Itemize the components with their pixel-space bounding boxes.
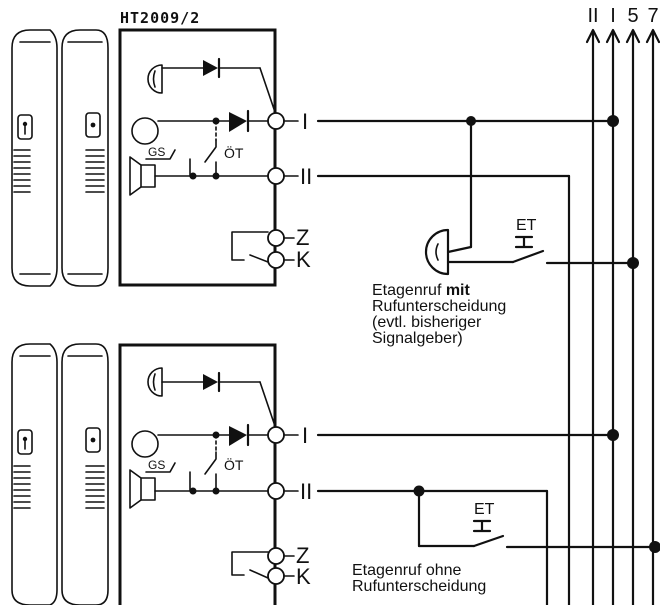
gs-switch <box>145 462 176 473</box>
et-label: ET <box>516 217 537 234</box>
terminal-label-II: II <box>300 479 312 504</box>
handset-lower-hook <box>85 427 101 453</box>
terminal-K <box>267 251 285 269</box>
oet-switch <box>204 451 217 475</box>
caption-upper-line-3: (evtl. bisheriger <box>372 314 482 331</box>
microphone-icon <box>131 117 159 145</box>
bus-arrow-II <box>585 28 601 44</box>
terminal-I <box>267 112 285 130</box>
zk-contact <box>231 231 269 263</box>
bus-arrow-I <box>605 28 621 44</box>
svg-text:Etagenruf mit: Etagenruf mit <box>372 282 471 299</box>
wiring-upper: ET <box>316 115 639 605</box>
zk-contact <box>231 551 269 579</box>
diode-icon <box>203 374 218 390</box>
caption-lower: Etagenruf ohne Rufunterscheidung <box>352 562 486 595</box>
diode-icon <box>203 60 218 76</box>
handset-lower-base <box>61 343 109 605</box>
terminals-upper: I II Z K <box>267 109 312 272</box>
et-label: ET <box>474 501 495 518</box>
oet-switch <box>204 139 217 163</box>
handset-lower-button <box>17 429 33 455</box>
gs-label: GS <box>148 145 165 159</box>
terminal-II <box>267 167 285 185</box>
device-internals-upper: ÖT GS <box>129 57 278 263</box>
terminal-label-K: K <box>296 247 311 272</box>
et-switch-upper <box>514 235 534 249</box>
gs-label: GS <box>148 458 165 472</box>
caption-upper-line-1: Etagenruf <box>372 282 446 299</box>
bus-lines <box>585 28 660 605</box>
junction-dot <box>649 541 660 553</box>
terminal-I <box>267 426 285 444</box>
caption-upper-emphasis: mit <box>446 282 471 299</box>
terminals-lower: I II Z K <box>267 423 312 589</box>
terminal-Z <box>267 547 285 565</box>
terminal-label-II: II <box>300 164 312 189</box>
caption-lower-line-1: Etagenruf ohne <box>352 562 462 579</box>
wiring-lower: ET <box>316 429 660 605</box>
terminal-Z <box>267 229 285 247</box>
terminal-label-Z: Z <box>296 225 309 250</box>
etagenruf-signaler-icon <box>424 228 450 276</box>
diode-icon <box>229 426 247 446</box>
terminal-II <box>267 482 285 500</box>
handset-upper-body <box>11 29 58 287</box>
handset-lower-body <box>11 343 58 605</box>
handset-lower-grille-left <box>13 465 31 509</box>
device-title: HT2009/2 <box>120 9 200 27</box>
caption-upper-line-2: Rufunterscheidung <box>372 298 506 315</box>
caption-upper-line-4: Signalgeber) <box>372 330 463 347</box>
terminal-K <box>267 567 285 585</box>
oet-label: ÖT <box>224 144 244 161</box>
handset-upper-button <box>17 114 33 140</box>
et-switch-lower <box>472 519 492 533</box>
device-internals-lower: ÖT GS <box>129 367 278 579</box>
speaker-icon <box>140 477 156 501</box>
handset-upper-grille-right <box>85 149 105 193</box>
bus-arrow-7 <box>645 28 660 44</box>
buzzer-icon <box>147 367 163 397</box>
caption-lower-line-2: Rufunterscheidung <box>352 578 486 595</box>
handset-upper-base <box>61 29 109 287</box>
handset-lower <box>11 343 109 605</box>
diode-icon <box>229 112 247 132</box>
junction-dot <box>627 257 639 269</box>
terminal-label-Z: Z <box>296 543 309 568</box>
bus-label-7: 7 <box>647 5 658 27</box>
terminal-label-I: I <box>302 423 308 448</box>
terminal-label-K: K <box>296 564 311 589</box>
handset-upper <box>11 29 109 287</box>
bus-labels: II I 5 7 <box>587 5 658 27</box>
bus-label-I: I <box>610 5 616 27</box>
handset-upper-hook <box>85 112 101 138</box>
gs-switch <box>145 149 176 160</box>
handset-lower-grille-right <box>85 465 105 509</box>
bus-label-II: II <box>587 5 598 27</box>
caption-upper: Etagenruf mit Rufunterscheidung (evtl. b… <box>372 282 506 347</box>
bus-arrow-5 <box>625 28 641 44</box>
device-box-upper <box>118 28 277 287</box>
handset-upper-grille-left <box>13 149 31 193</box>
microphone-icon <box>131 430 159 458</box>
bus-label-5: 5 <box>627 5 638 27</box>
junction-dot <box>607 115 619 127</box>
buzzer-icon <box>147 64 163 94</box>
speaker-icon <box>140 164 156 188</box>
oet-label: ÖT <box>224 456 244 473</box>
junction-dot <box>607 429 619 441</box>
device-box-lower <box>118 343 277 605</box>
terminal-label-I: I <box>302 109 308 134</box>
